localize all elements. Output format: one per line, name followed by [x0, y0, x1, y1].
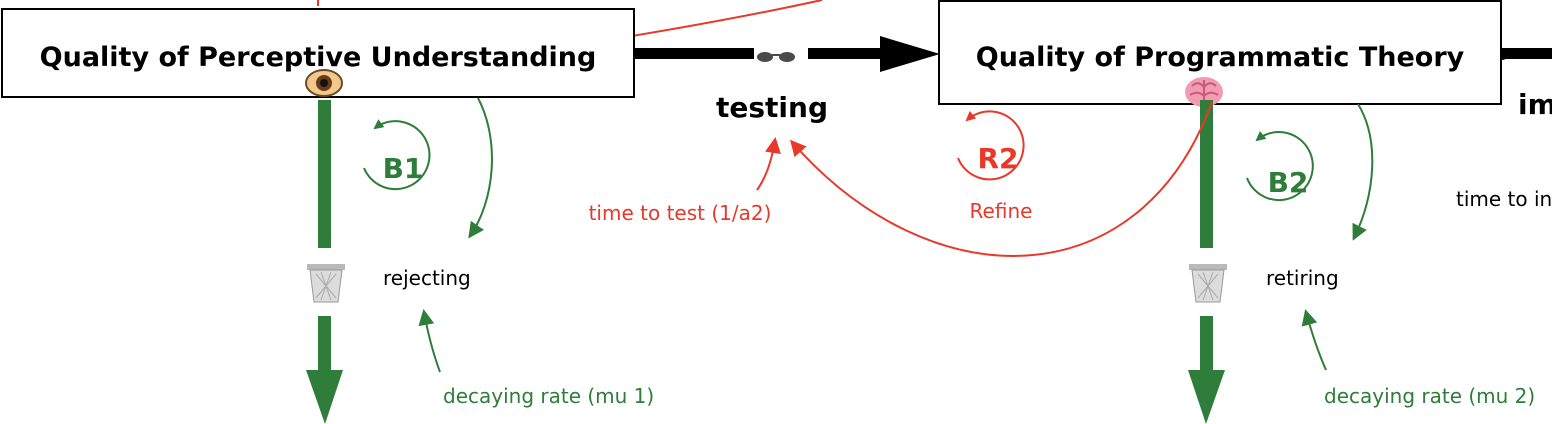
- loop-b2: B2: [1246, 131, 1314, 202]
- stock-perceptive-label: Quality of Perceptive Understanding: [40, 42, 597, 73]
- time-to-test-link: [756, 137, 781, 191]
- implementing-label: im: [1518, 88, 1552, 121]
- loop-r2-name: Refine: [970, 199, 1033, 223]
- brain-to-testing-link: [790, 101, 1213, 257]
- stock-programmatic-theory[interactable]: Quality of Programmatic Theory: [938, 0, 1502, 105]
- trash-can-icon: [307, 264, 345, 303]
- retiring-flow-pipe: [1188, 100, 1225, 424]
- loop-r2: R2 Refine: [957, 110, 1033, 223]
- rejecting-flow-pipe: [306, 100, 343, 424]
- programmatic-to-retiring-link: [1352, 103, 1374, 241]
- eye-icon: [305, 69, 343, 97]
- trash-can-icon: [1189, 264, 1227, 303]
- retiring-label: retiring: [1266, 266, 1339, 290]
- loop-r2-label: R2: [977, 142, 1018, 175]
- decaying-rate-2-label: decaying rate (mu 2): [1324, 384, 1535, 408]
- loop-b2-label: B2: [1268, 166, 1309, 199]
- stock-programmatic-label: Quality of Programmatic Theory: [976, 42, 1465, 73]
- decaying-rate-1-label: decaying rate (mu 1): [443, 384, 654, 408]
- testing-label: testing: [716, 91, 828, 124]
- decay1-to-rejecting-link: [418, 309, 441, 373]
- implementing-flow-pipe: [1496, 48, 1552, 60]
- loop-b1-label: B1: [383, 152, 424, 185]
- top-red-connector-2: [631, 0, 823, 37]
- loop-b1: B1: [363, 119, 431, 191]
- perceptive-to-rejecting-link: [468, 97, 493, 239]
- time-to-test-label: time to test (1/a2): [589, 201, 772, 225]
- brain-icon: [1185, 77, 1223, 107]
- time-to-implement-label: time to in: [1456, 187, 1552, 211]
- rejecting-label: rejecting: [383, 266, 471, 290]
- glasses-icon: [757, 52, 795, 62]
- decay2-to-retiring-link: [1301, 309, 1327, 371]
